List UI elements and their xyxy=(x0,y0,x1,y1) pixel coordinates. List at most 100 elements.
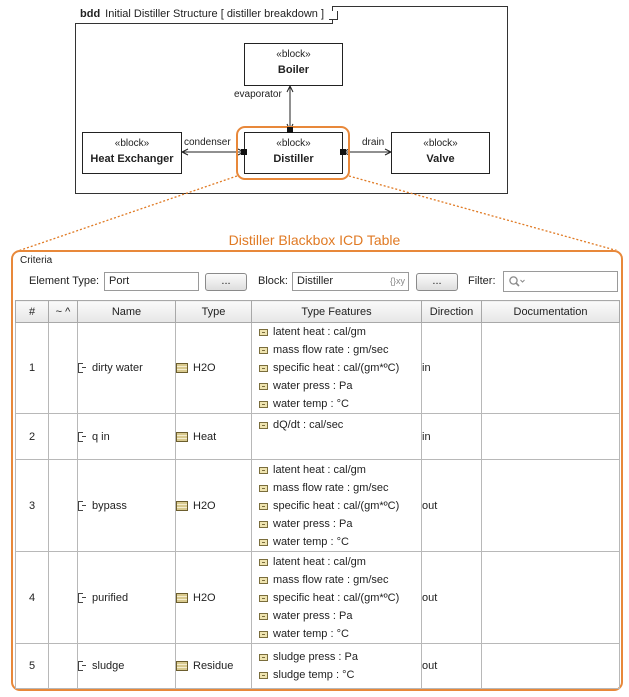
block-name: Valve xyxy=(426,153,455,165)
block-field[interactable]: Distiller {}xy xyxy=(292,272,409,291)
feature-item: latent heat : cal/gm xyxy=(252,323,421,341)
column-header-direction[interactable]: Direction xyxy=(421,300,482,323)
distiller-block[interactable]: «block» Distiller xyxy=(244,132,343,174)
port-icon xyxy=(78,500,86,511)
feature-text: latent heat : cal/gm xyxy=(273,326,366,338)
block-type-icon xyxy=(176,363,188,373)
value-property-icon xyxy=(259,484,268,492)
valve-block[interactable]: «block» Valve xyxy=(391,132,490,174)
icd-table: # ~ ^ Name Type Type Features Direction … xyxy=(15,300,620,689)
row-marker-cell xyxy=(48,322,78,414)
column-header-number[interactable]: # xyxy=(15,300,49,323)
feature-text: water press : Pa xyxy=(273,609,353,622)
column-header-sort[interactable]: ~ ^ xyxy=(48,300,78,323)
value-property-icon xyxy=(259,466,268,474)
feature-item: specific heat : cal/(gm*ºC) xyxy=(252,497,421,515)
column-header-type[interactable]: Type xyxy=(175,300,252,323)
boiler-block[interactable]: «block» Boiler xyxy=(244,43,343,86)
feature-item: latent heat : cal/gm xyxy=(252,461,421,479)
table-row[interactable]: 3 bypass H2O latent heat : cal/gm mass f… xyxy=(15,459,620,552)
block-type-icon xyxy=(176,592,188,603)
table-row[interactable]: 5 sludge Residue sludge press : Pa sludg… xyxy=(15,643,620,689)
port-type: Heat xyxy=(193,430,217,443)
block-field-value: Distiller xyxy=(297,275,334,287)
feature-item: mass flow rate : gm/sec xyxy=(252,341,421,359)
direction-cell[interactable]: in xyxy=(421,413,482,460)
documentation-cell[interactable] xyxy=(481,413,620,460)
direction-cell[interactable]: out xyxy=(421,643,482,689)
block-type-icon xyxy=(176,661,188,671)
condenser-label: condenser xyxy=(184,137,231,148)
type-features-cell: latent heat : cal/gm mass flow rate : gm… xyxy=(251,551,422,644)
documentation-cell[interactable] xyxy=(481,643,620,689)
feature-item: specific heat : cal/(gm*ºC) xyxy=(252,359,421,377)
feature-text: mass flow rate : gm/sec xyxy=(273,481,389,494)
filter-input[interactable] xyxy=(503,271,618,292)
direction-cell[interactable]: in xyxy=(421,322,482,414)
direction-cell[interactable]: out xyxy=(421,459,482,552)
column-header-type-features[interactable]: Type Features xyxy=(251,300,422,323)
port-marker xyxy=(241,149,247,155)
block-type-icon xyxy=(176,500,188,511)
block-browse-button[interactable]: ... xyxy=(416,273,458,291)
column-header-name[interactable]: Name xyxy=(77,300,176,323)
block-label: Block: xyxy=(258,275,288,287)
documentation-cell[interactable] xyxy=(481,551,620,644)
documentation-cell[interactable] xyxy=(481,322,620,414)
name-cell[interactable]: bypass xyxy=(77,459,176,552)
type-cell[interactable]: H2O xyxy=(175,322,252,414)
name-cell[interactable]: sludge xyxy=(77,643,176,689)
value-property-icon xyxy=(259,383,268,390)
port-type: H2O xyxy=(193,362,216,374)
block-stereotype: «block» xyxy=(276,49,311,60)
feature-text: sludge press : Pa xyxy=(273,651,358,663)
type-cell[interactable]: H2O xyxy=(175,551,252,644)
search-icon xyxy=(509,276,525,287)
table-row[interactable]: 4 purified H2O latent heat : cal/gm mass… xyxy=(15,551,620,644)
feature-item: mass flow rate : gm/sec xyxy=(252,571,421,589)
value-property-icon xyxy=(259,594,268,602)
type-cell[interactable]: H2O xyxy=(175,459,252,552)
evaporator-label: evaporator xyxy=(234,89,282,100)
feature-text: specific heat : cal/(gm*ºC) xyxy=(273,591,400,604)
element-type-browse-button[interactable]: ... xyxy=(205,273,247,291)
type-cell[interactable]: Heat xyxy=(175,413,252,460)
port-icon xyxy=(78,592,86,603)
feature-item: mass flow rate : gm/sec xyxy=(252,479,421,497)
criteria-label: Criteria xyxy=(20,255,53,266)
direction-cell[interactable]: out xyxy=(421,551,482,644)
feature-text: mass flow rate : gm/sec xyxy=(273,573,389,586)
value-property-icon xyxy=(259,422,268,429)
port-marker xyxy=(340,149,346,155)
port-name: purified xyxy=(92,591,129,604)
port-marker xyxy=(287,127,293,133)
name-cell[interactable]: purified xyxy=(77,551,176,644)
feature-text: sludge temp : °C xyxy=(273,669,355,681)
element-type-field[interactable]: Port xyxy=(104,272,199,291)
heat-exchanger-block[interactable]: «block» Heat Exchanger xyxy=(82,132,182,174)
table-row[interactable]: 2 q in Heat dQ/dt : cal/sec in xyxy=(15,413,620,460)
feature-text: water temp : °C xyxy=(273,627,349,640)
bdd-keyword: bdd xyxy=(80,8,101,20)
row-marker-cell xyxy=(48,551,78,644)
port-name: dirty water xyxy=(92,362,143,374)
row-marker-cell xyxy=(48,413,78,460)
feature-item: water temp : °C xyxy=(252,625,421,643)
type-cell[interactable]: Residue xyxy=(175,643,252,689)
block-name: Boiler xyxy=(277,64,310,76)
name-cell[interactable]: q in xyxy=(77,413,176,460)
value-property-icon xyxy=(259,654,268,661)
feature-text: specific heat : cal/(gm*ºC) xyxy=(273,499,400,512)
feature-text: water temp : °C xyxy=(273,398,349,410)
drain-label: drain xyxy=(362,137,385,148)
row-number: 3 xyxy=(15,459,49,552)
type-features-cell: sludge press : Pa sludge temp : °C xyxy=(251,643,422,689)
feature-item: water press : Pa xyxy=(252,607,421,625)
column-header-documentation[interactable]: Documentation xyxy=(481,300,620,323)
filter-label: Filter: xyxy=(468,275,496,287)
port-name: q in xyxy=(92,430,110,443)
table-row[interactable]: 1 dirty water H2O latent heat : cal/gm m… xyxy=(15,322,620,414)
value-property-icon xyxy=(259,329,268,336)
documentation-cell[interactable] xyxy=(481,459,620,552)
name-cell[interactable]: dirty water xyxy=(77,322,176,414)
